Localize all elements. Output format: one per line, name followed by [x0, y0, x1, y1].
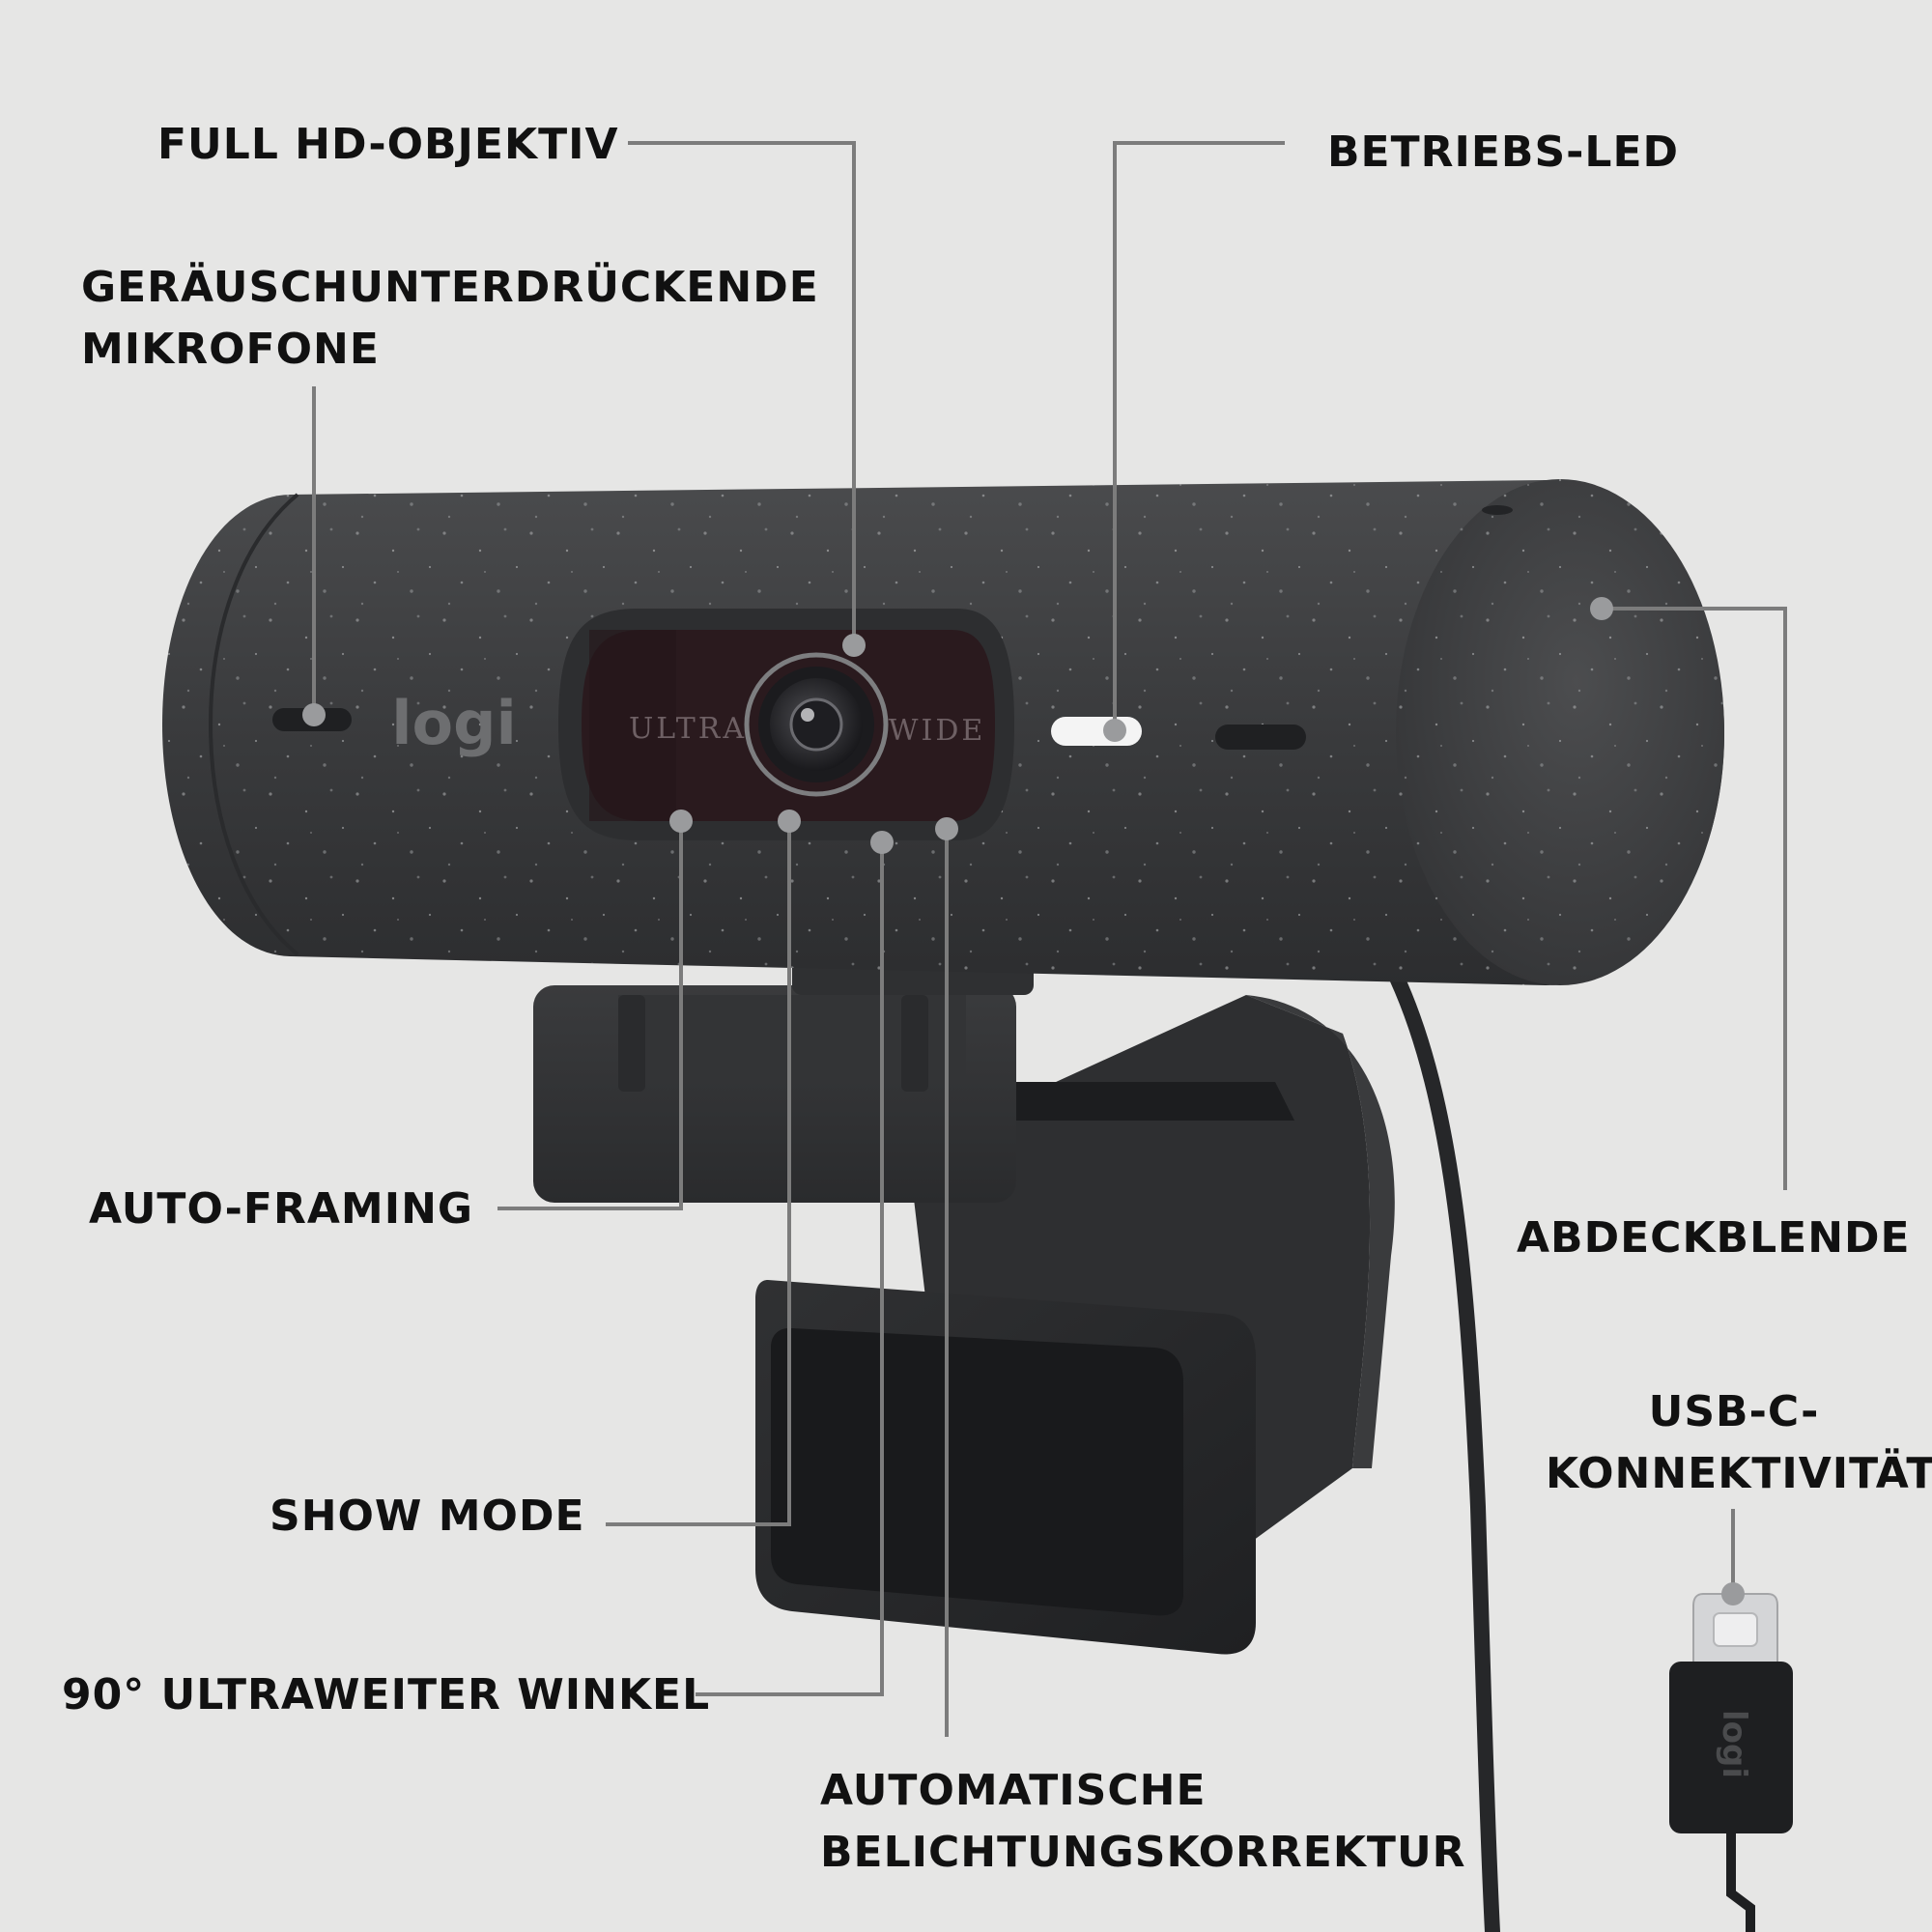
callout-microphones: GERÄUSCHUNTERDRÜCKENDE MIKROFONE: [81, 257, 819, 381]
callout-usb-c-line1: USB-C-: [1648, 1387, 1820, 1436]
privacy-led: [1051, 717, 1142, 746]
ultra-label: ULTRA: [629, 712, 747, 746]
callout-cover: ABDECKBLENDE: [1517, 1213, 1911, 1263]
wide-label: WIDE: [889, 714, 986, 748]
leader-full-hd: [628, 141, 856, 645]
dot-full-hd: [842, 634, 866, 657]
dot-show-mode: [778, 810, 801, 833]
logi-logo: logi: [391, 688, 516, 758]
callout-microphones-line2: MIKROFONE: [81, 325, 380, 374]
callout-angle: 90° ULTRAWEITER WINKEL: [62, 1670, 711, 1719]
leader-show-mode: [606, 821, 791, 1526]
plug-logo: logi: [1715, 1710, 1753, 1778]
mount-foot: [755, 1280, 1256, 1655]
dot-mics: [302, 703, 326, 726]
leader-lines: [312, 141, 1787, 1737]
callout-usb-c-line2: KONNEKTIVITÄT: [1546, 1449, 1932, 1498]
leader-cover: [1602, 607, 1787, 1190]
callout-led: BETRIEBS-LED: [1327, 128, 1680, 177]
usb-c-plug: logi: [1669, 1593, 1793, 1932]
callout-exposure-line1: AUTOMATISCHE: [820, 1766, 1207, 1815]
callout-auto-framing: AUTO-FRAMING: [89, 1184, 474, 1234]
full-hd-lens: [744, 652, 889, 797]
callout-exposure: AUTOMATISCHE BELICHTUNGSKORREKTUR: [820, 1760, 1466, 1884]
microphone-right: [1215, 724, 1306, 750]
dot-usb: [1721, 1582, 1745, 1605]
leader-dots: [302, 597, 1745, 1605]
leader-angle: [696, 842, 884, 1696]
dot-auto-framing: [669, 810, 693, 833]
callout-full-hd: FULL HD-OBJEKTIV: [157, 120, 619, 169]
usb-cable: [1388, 968, 1500, 1932]
dot-exposure: [935, 817, 958, 840]
mount-clip: [533, 985, 1016, 1203]
callout-usb-c: USB-C- KONNEKTIVITÄT: [1546, 1381, 1932, 1505]
callout-exposure-line2: BELICHTUNGSKORREKTUR: [820, 1828, 1466, 1877]
leader-auto-framing: [497, 821, 683, 1210]
dot-led: [1103, 719, 1126, 742]
dot-cover: [1590, 597, 1613, 620]
dot-angle: [870, 831, 894, 854]
callout-show-mode: SHOW MODE: [270, 1492, 585, 1541]
leader-led: [1113, 141, 1285, 730]
callout-microphones-line1: GERÄUSCHUNTERDRÜCKENDE: [81, 263, 819, 312]
